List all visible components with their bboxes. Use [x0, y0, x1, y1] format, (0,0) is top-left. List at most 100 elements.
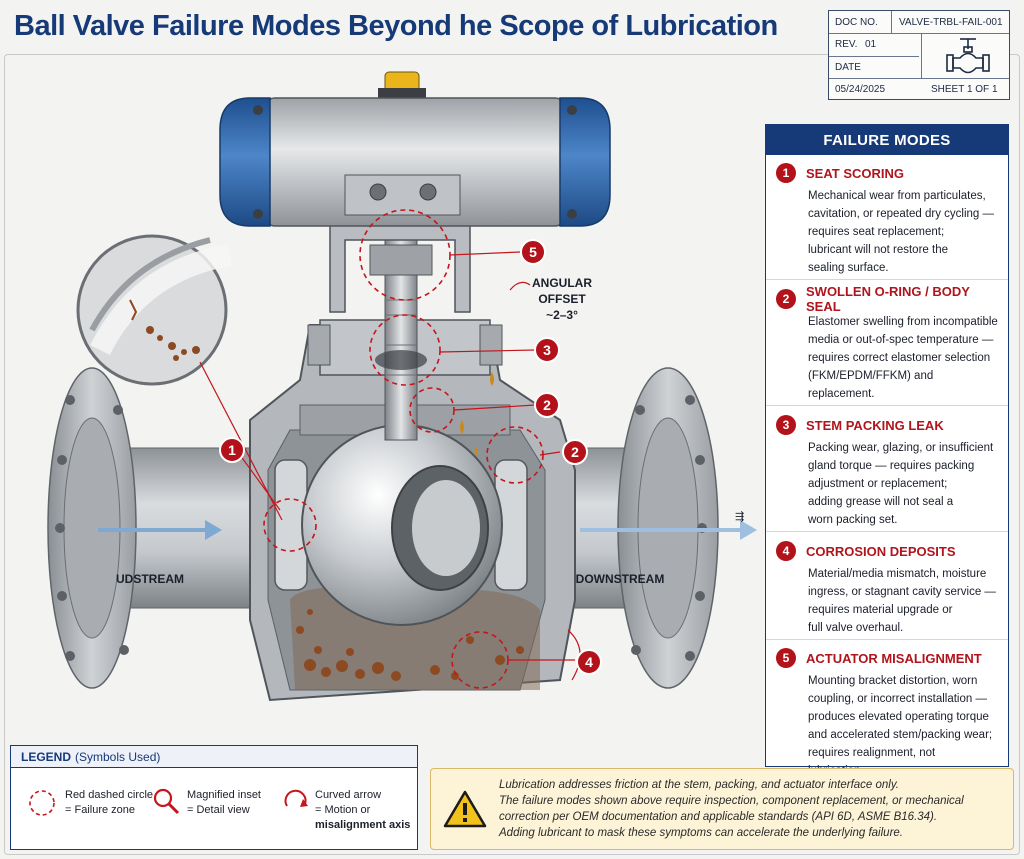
failure-modes-panel: FAILURE MODES 1 SEAT SCORING Mechanical w… — [765, 124, 1009, 777]
warning-icon — [443, 790, 487, 828]
marker-3: 3 — [534, 337, 560, 363]
valve-cutaway-diagram: 1 2 2 3 4 5 UDSTREAM DOWNSTREAM ANGULAR … — [47, 71, 757, 702]
failure-title-5: ACTUATOR MISALIGNMENT — [806, 650, 982, 666]
doc-no-label: DOC NO. — [835, 16, 878, 28]
failure-mode-4: 4 CORROSION DEPOSITS Material/media misma… — [766, 539, 1007, 637]
marker-4: 4 — [576, 649, 602, 675]
failure-modes-heading: FAILURE MODES — [766, 125, 1008, 155]
svg-text:4: 4 — [585, 654, 593, 670]
failure-desc-line: Packing wear, glazing, or insufficient — [808, 442, 994, 454]
rev-value: 01 — [865, 38, 877, 50]
failure-number-3: 3 — [776, 415, 796, 435]
failure-desc-line: adding grease will not seal a — [808, 496, 954, 508]
note-line: correction per OEM documentation and app… — [499, 811, 938, 823]
actuator-endcap-left — [219, 97, 271, 227]
angular-offset-label-1: ANGULAR — [532, 276, 592, 290]
failure-desc-line: replacement. — [808, 388, 875, 400]
actuator-endcap-right — [559, 97, 611, 227]
failure-desc-line: Material/media mismatch, moisture — [808, 568, 987, 580]
drawing-frame — [4, 54, 1020, 855]
legend-line: = Failure zone — [65, 804, 136, 816]
failure-desc-line: ingress, or stagnant cavity service — — [808, 586, 996, 598]
angular-offset-label-3: ~2–3° — [546, 308, 578, 322]
svg-text:1: 1 — [228, 442, 236, 458]
failure-desc-line: requires realignment, not — [808, 747, 936, 759]
rev-label: REV. — [835, 38, 858, 50]
svg-text:3: 3 — [543, 342, 551, 358]
title-block: DOC NO. VALVE-TRBL-FAIL-001 REV. 01 DATE… — [828, 10, 1010, 100]
failure-desc-line: requires correct elastomer selection — [808, 352, 991, 364]
marker-2b: 2 — [562, 439, 588, 465]
valve-icon — [946, 38, 990, 74]
svg-text:2: 2 — [571, 444, 579, 460]
failure-desc-line: adjustment or replacement; — [808, 478, 948, 490]
failure-desc-line: sealing surface. — [808, 262, 889, 274]
legend-box: LEGEND(Symbols Used) Red dashed circle =… — [10, 745, 418, 850]
failure-desc-line: worn packing set. — [808, 514, 898, 526]
failure-desc-line: gland torque — requires packing — [808, 460, 975, 472]
failure-desc-line: Mechanical wear from particulates, — [808, 190, 986, 202]
legend-item-failure-zone: Red dashed circle = Failure zone — [65, 788, 153, 818]
legend-item-motion: Curved arrow = Motion or misalignment ax… — [315, 788, 410, 833]
failure-desc-line: full valve overhaul. — [808, 622, 904, 634]
failure-title-3: STEM PACKING LEAK — [806, 417, 944, 433]
legend-subtitle: (Symbols Used) — [75, 749, 161, 764]
failure-number-5: 5 — [776, 648, 796, 668]
failure-zone-1 — [263, 498, 317, 552]
dashed-circle-icon — [29, 790, 55, 816]
failure-mode-5: 5 ACTUATOR MISALIGNMENT Mounting bracket … — [766, 646, 1007, 780]
sheet-label: SHEET 1 OF 1 — [931, 83, 998, 95]
note-line: Lubrication addresses friction at the st… — [499, 779, 899, 791]
angular-offset-label-2: OFFSET — [538, 292, 586, 306]
failure-desc-line: requires material upgrade or — [808, 604, 953, 616]
legend-line: misalignment axis — [315, 819, 411, 831]
legend-line: = Motion or — [315, 804, 371, 816]
failure-mode-3: 3 STEM PACKING LEAK Packing wear, glazing… — [766, 413, 1007, 529]
failure-desc-line: requires seat replacement; — [808, 226, 945, 238]
failure-title-1: SEAT SCORING — [806, 165, 904, 181]
failure-number-1: 1 — [776, 163, 796, 183]
failure-desc-line: media or out-of-spec temperature — — [808, 334, 994, 346]
failure-mode-1: 1 SEAT SCORING Mechanical wear from parti… — [766, 161, 1007, 277]
failure-desc-line: coupling, or incorrect installation — — [808, 693, 987, 705]
failure-desc-line: Elastomer swelling from incompatible — [808, 316, 998, 328]
marker-5: 5 — [520, 239, 546, 265]
doc-no-value: VALVE-TRBL-FAIL-001 — [899, 16, 1003, 28]
note-line: The failure modes shown above require in… — [499, 795, 964, 807]
failure-desc-line: lubricant will not restore the — [808, 244, 948, 256]
failure-desc-line: and accelerated stem/packing wear; — [808, 729, 993, 741]
legend-title: LEGEND — [21, 749, 72, 764]
failure-desc-line: cavitation, or repeated dry cycling — — [808, 208, 995, 220]
lubrication-note: Lubrication addresses friction at the st… — [430, 768, 1014, 850]
failure-mode-2: 2 SWOLLEN O-RING / BODY SEAL Elastomer sw… — [766, 284, 1007, 403]
failure-desc-line: produces elevated operating torque — [808, 711, 989, 723]
legend-item-detail-view: Magnified inset = Detail view — [187, 788, 261, 818]
flow-glyph: ⇶ — [735, 510, 744, 523]
failure-number-4: 4 — [776, 541, 796, 561]
legend-line: Red dashed circle — [65, 789, 154, 801]
note-line: Adding lubricant to mask these symptoms … — [499, 827, 903, 839]
upstream-label: UDSTREAM — [116, 572, 184, 586]
legend-line: Curved arrow — [315, 789, 382, 801]
downstream-label: DOWNSTREAM — [576, 572, 665, 586]
marker-1: 1 — [219, 437, 245, 463]
failure-title-4: CORROSION DEPOSITS — [806, 543, 956, 559]
page-title: Ball Valve Failure Modes Beyond he Scope… — [14, 10, 778, 42]
svg-text:2: 2 — [543, 397, 551, 413]
legend-heading: LEGEND(Symbols Used) — [11, 746, 417, 768]
failure-zone-3 — [369, 314, 441, 386]
date-value: 05/24/2025 — [835, 83, 886, 95]
failure-desc-line: Mounting bracket distortion, worn — [808, 675, 978, 687]
failure-title-2: SWOLLEN O-RING / BODY SEAL — [806, 284, 970, 314]
magnifier-icon — [153, 788, 180, 815]
failure-desc-line: (FKM/EPDM/FFKM) and — [808, 370, 934, 382]
note-text: Lubrication addresses friction at the st… — [499, 777, 1007, 841]
marker-2a: 2 — [534, 392, 560, 418]
failure-number-2: 2 — [776, 289, 796, 309]
mounting-bracket — [329, 223, 471, 313]
legend-line: Magnified inset — [187, 789, 261, 801]
date-label: DATE — [835, 61, 861, 73]
svg-text:5: 5 — [529, 244, 537, 260]
legend-line: = Detail view — [187, 804, 250, 816]
curved-arrow-icon — [284, 789, 308, 807]
